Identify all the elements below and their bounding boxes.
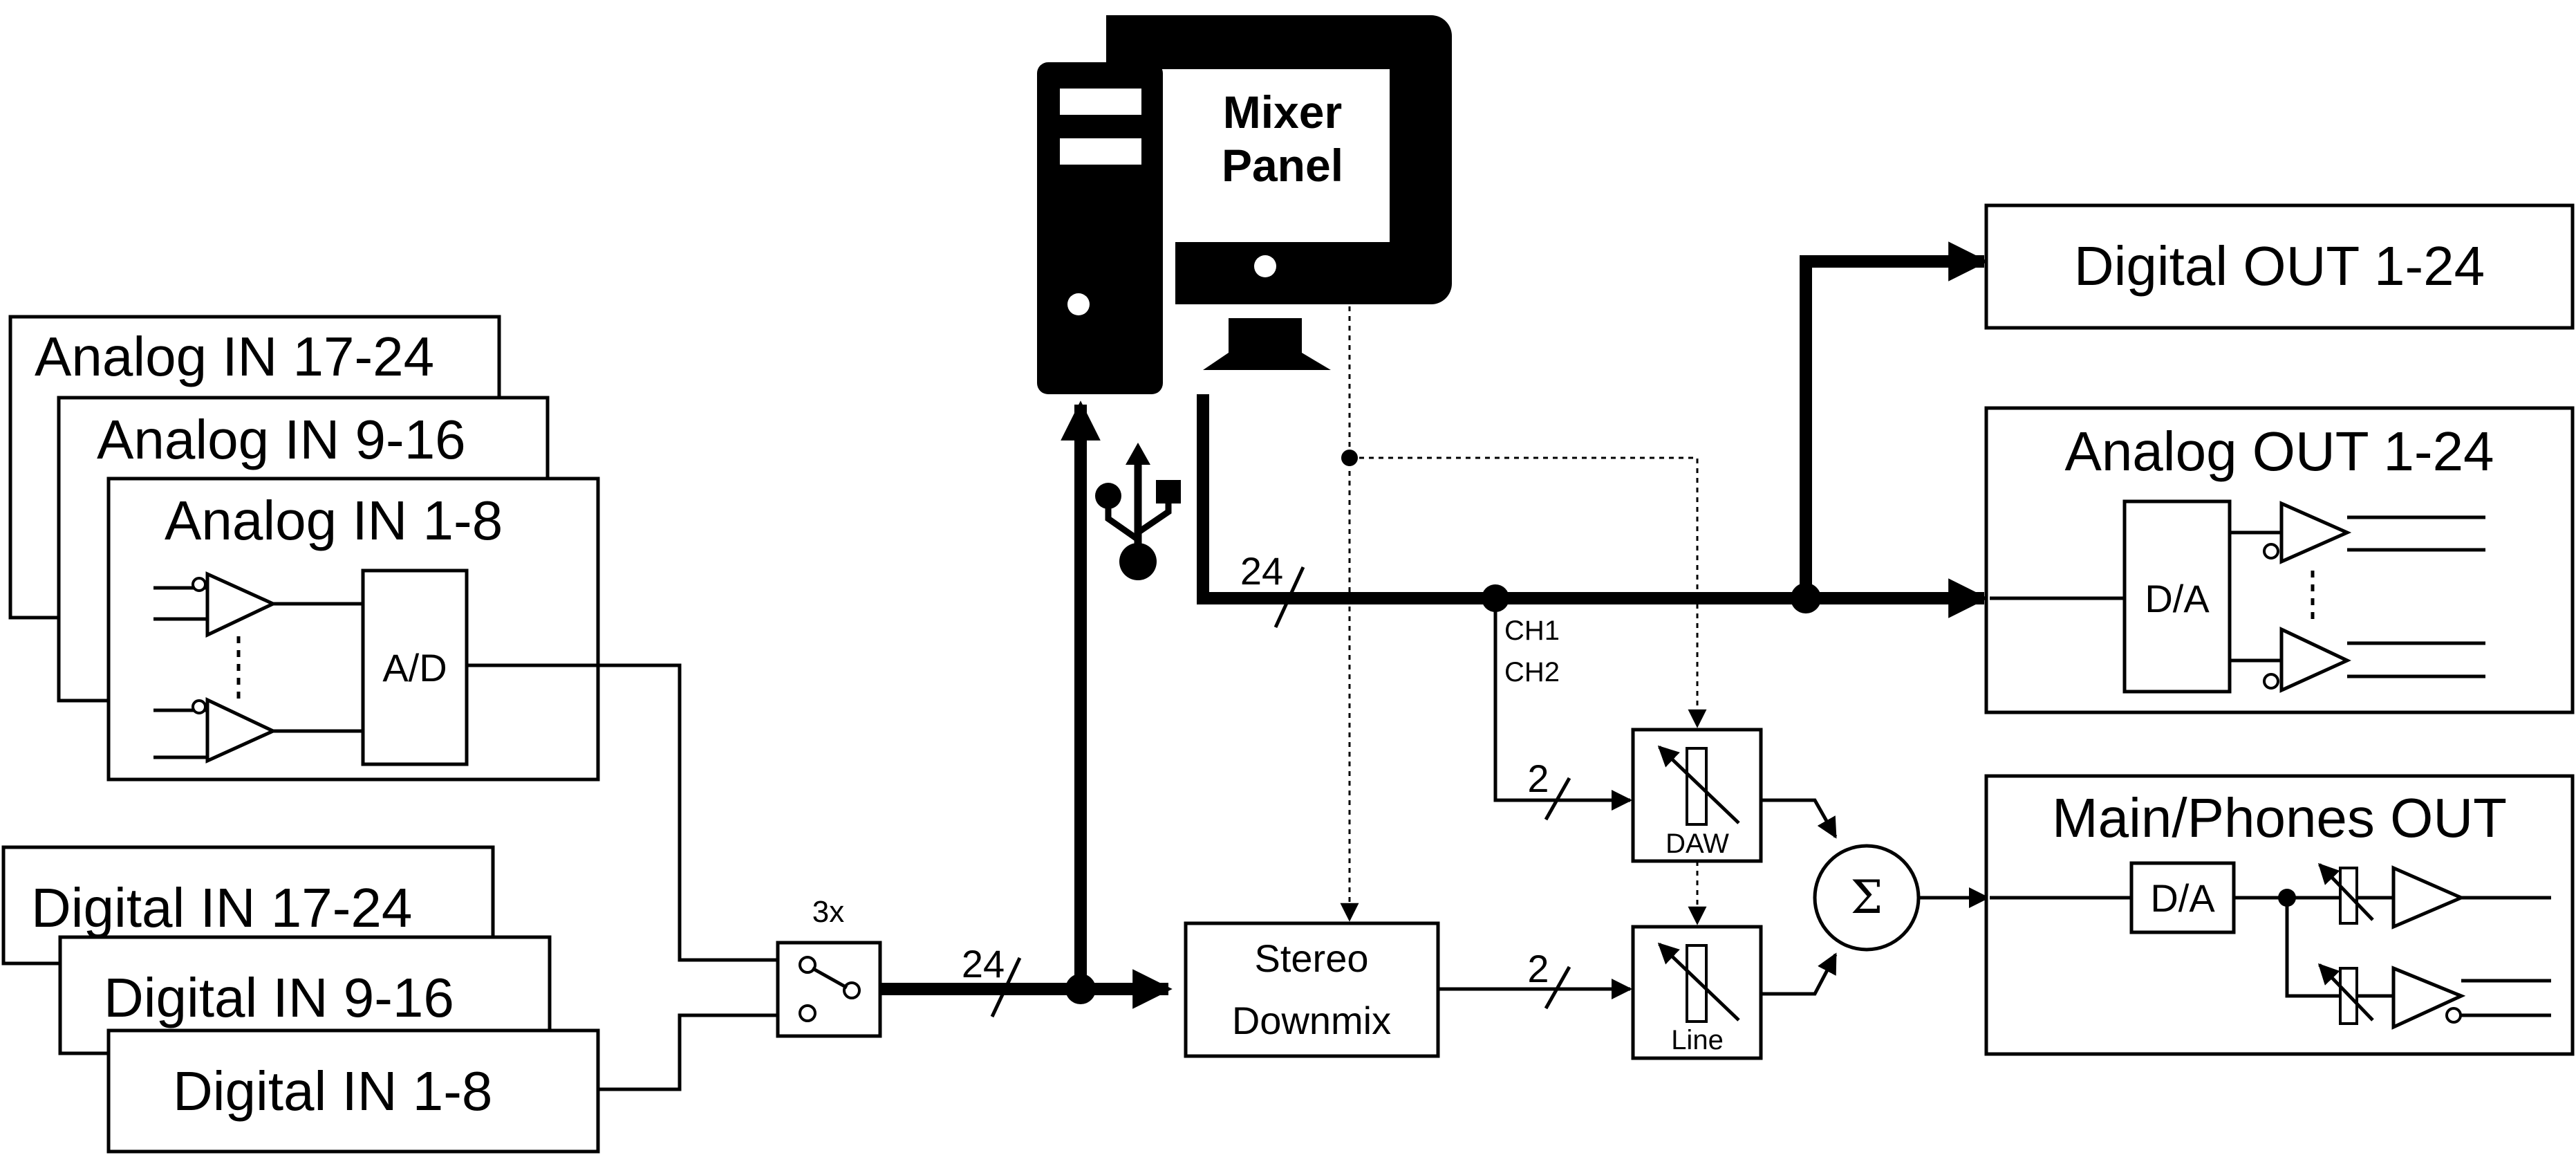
tower-pc-icon xyxy=(1037,62,1163,394)
mixer-panel-line1: Mixer xyxy=(1223,86,1342,138)
digital-to-switch-wire xyxy=(598,1013,778,1091)
daw-feed-wire xyxy=(1493,598,1632,811)
stereo-downmix-line2: Downmix xyxy=(1232,999,1391,1042)
analog-dac-box xyxy=(2122,499,2232,694)
output-driver-icon xyxy=(2230,627,2485,693)
usb-bus-count-tick xyxy=(1273,566,1305,629)
digital-in-1-8-label: Digital IN 1-8 xyxy=(173,1060,492,1122)
bus-count-tick xyxy=(990,957,1022,1018)
main-phones-out-label: Main/Phones OUT xyxy=(2052,787,2507,849)
main-bus-count: 24 xyxy=(962,942,1005,986)
digital-out-box xyxy=(1984,203,2575,330)
usb-return-bus-line xyxy=(1197,394,1977,604)
monitor-stand-icon xyxy=(1203,318,1331,370)
main-phones-out-box xyxy=(1984,774,2575,1056)
input-preamp-icon xyxy=(153,697,363,764)
daw-feed-count: 2 xyxy=(1527,757,1549,800)
analog-to-switch-wire xyxy=(467,663,778,962)
digital-out-label: Digital OUT 1-24 xyxy=(2074,235,2485,297)
output-driver-icon xyxy=(2230,501,2485,564)
daw-fader-label: DAW xyxy=(1665,829,1729,859)
main-amp-icon xyxy=(2391,865,2551,930)
line-fader: Line xyxy=(1631,925,1763,1060)
input-preamp-icon xyxy=(153,571,363,638)
digital-inputs-group: Digital IN 17-24 Digital IN 9-16 Digital… xyxy=(1,845,600,1154)
daw-fader: DAW xyxy=(1631,728,1763,863)
analog-in-1-8-box xyxy=(106,477,600,782)
analog-out-label: Analog OUT 1-24 xyxy=(2064,421,2494,482)
main-dac-label: D/A xyxy=(2150,876,2215,920)
control-line-daw xyxy=(1350,456,1707,728)
computer-group: Mixer Panel xyxy=(1037,15,1452,394)
downmix-feed-count: 2 xyxy=(1527,947,1549,990)
digital-in-17-24-label: Digital IN 17-24 xyxy=(31,877,412,939)
switch-label: 3x xyxy=(812,895,844,929)
analog-dac-label: D/A xyxy=(2145,577,2210,620)
usb-bus-count: 24 xyxy=(1240,549,1283,593)
daw-to-sum-wire xyxy=(1761,798,1838,839)
ad-converter-box xyxy=(361,569,469,766)
summing-symbol: Σ xyxy=(1851,871,1883,924)
downmix-feed-tick xyxy=(1544,965,1571,1010)
main-phones-out-group: Main/Phones OUT D/A xyxy=(1984,774,2575,1056)
ad-converter-label: A/D xyxy=(382,646,447,690)
digital-in-9-16-label: Digital IN 9-16 xyxy=(104,967,454,1028)
analog-in-9-16-label: Analog IN 9-16 xyxy=(97,409,466,470)
analog-out-group: Analog OUT 1-24 D/A xyxy=(1984,406,2575,714)
analog-in-1-8-label: Analog IN 1-8 xyxy=(165,490,503,551)
input-selector-switch: 3x xyxy=(776,895,882,1038)
line-fader-label: Line xyxy=(1671,1025,1724,1055)
ch2-label: CH2 xyxy=(1504,657,1560,687)
monitor-icon xyxy=(1106,15,1452,304)
phones-amp-icon xyxy=(2391,965,2551,1030)
usb-icon xyxy=(1095,443,1181,580)
main-volume-fader-icon xyxy=(2317,862,2374,925)
mixer-panel-line2: Panel xyxy=(1222,140,1343,191)
analog-inputs-group: Analog IN 17-24 Analog IN 9-16 Analog IN… xyxy=(8,315,600,782)
line-to-sum-wire xyxy=(1761,952,1838,996)
analog-in-17-24-label: Analog IN 17-24 xyxy=(35,326,434,387)
stereo-downmix-line1: Stereo xyxy=(1255,936,1369,980)
phones-volume-fader-icon xyxy=(2317,963,2374,1025)
ch1-label: CH1 xyxy=(1504,616,1560,646)
digital-out-feed-line xyxy=(1800,241,1988,598)
daw-feed-tick xyxy=(1544,777,1571,821)
